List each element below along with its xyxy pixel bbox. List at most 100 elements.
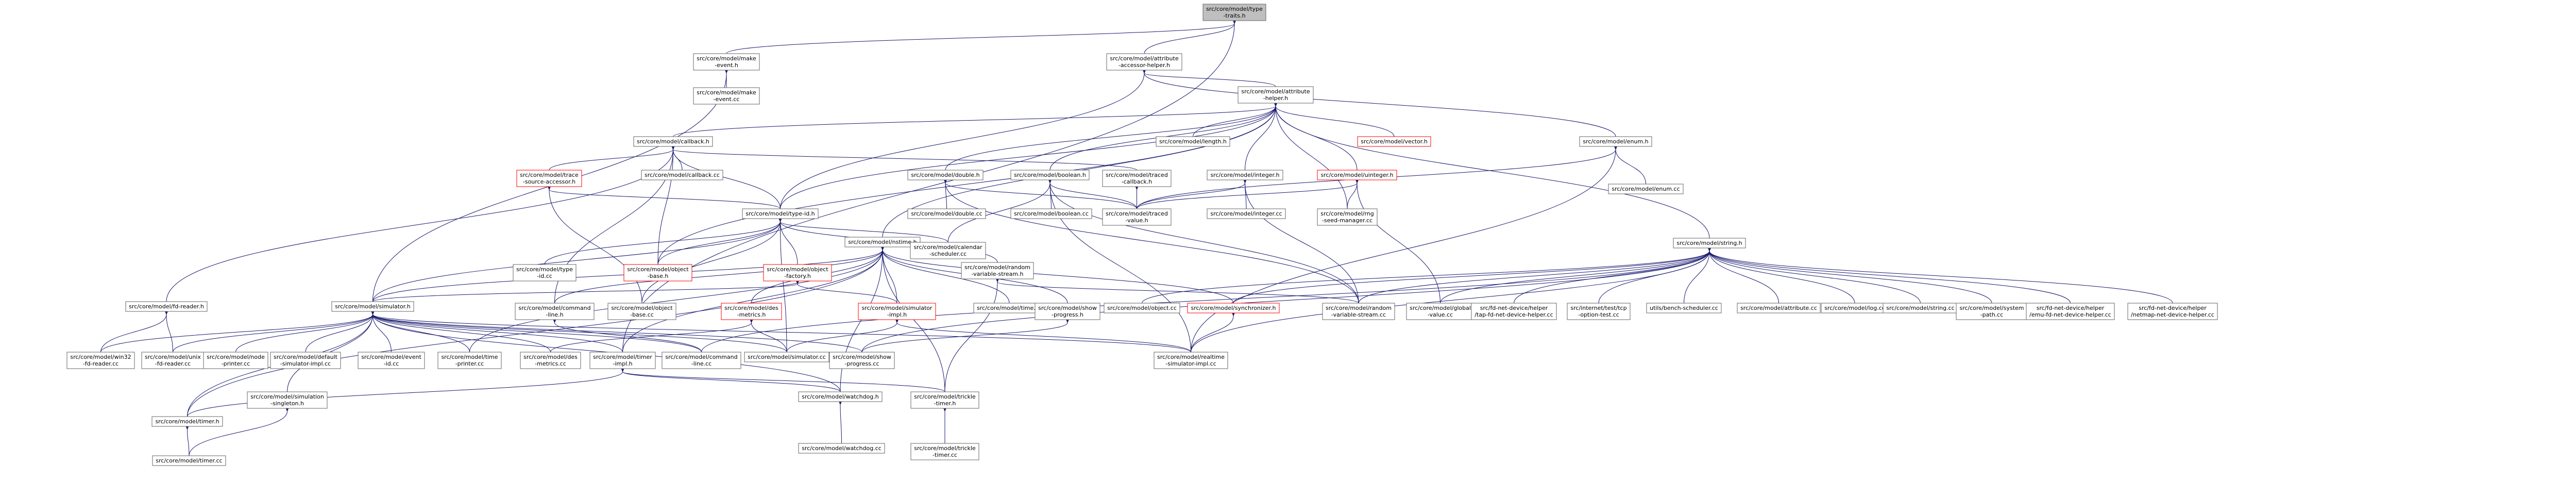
- file-node-box: [693, 53, 760, 71]
- include-edge: [622, 245, 885, 353]
- file-node-label: -variable-stream.h: [971, 271, 1023, 277]
- file-node-attribute-helper[interactable]: src/core/model/attribute-helper.h: [1238, 86, 1314, 104]
- file-node-attribute-cc[interactable]: src/core/model/attribute.cc: [1737, 303, 1821, 313]
- file-node-des-metrics-cc[interactable]: src/core/model/des-metrics.cc: [520, 352, 581, 369]
- file-node-double-cc[interactable]: src/core/model/double.cc: [907, 208, 986, 219]
- file-node-simulation-singleton[interactable]: src/core/model/simulation-singleton.h: [247, 391, 328, 409]
- file-node-command-line[interactable]: src/core/model/command-line.h: [515, 303, 595, 320]
- file-node-command-line-cc[interactable]: src/core/model/command-line.cc: [662, 352, 741, 369]
- file-node-box: [437, 352, 502, 369]
- file-node-nstime[interactable]: src/core/model/nstime.h: [844, 237, 921, 247]
- file-node-random-variable-stream-h[interactable]: src/core/model/random-variable-stream.h: [961, 262, 1034, 279]
- file-node-label: src/core/model/attribute: [1241, 88, 1310, 95]
- file-node-label: src/core/model/watchdog.cc: [802, 445, 882, 452]
- file-node-label: -fd-reader.cc: [155, 360, 191, 367]
- file-node-simulator-cc[interactable]: src/core/model/simulator.cc: [744, 352, 829, 362]
- file-node-emu-fd-net[interactable]: src/fd-net-device/helper/emu-fd-net-devi…: [2026, 303, 2115, 320]
- file-node-make-event[interactable]: src/core/model/make-event.h: [693, 53, 760, 71]
- file-node-object-base[interactable]: src/core/model/object-base.h: [623, 264, 692, 282]
- file-node-uinteger[interactable]: src/core/model/uinteger.h: [1317, 170, 1397, 180]
- file-node-length[interactable]: src/core/model/length.h: [1156, 136, 1230, 147]
- file-node-time-printer[interactable]: src/core/model/time-printer.cc: [437, 352, 502, 369]
- file-node-rng-seed-manager[interactable]: src/core/model/rng-seed-manager.cc: [1317, 208, 1378, 226]
- file-node-double[interactable]: src/core/model/double.h: [907, 170, 984, 180]
- file-node-global-value[interactable]: src/core/model/global-value.cc: [1406, 303, 1475, 320]
- include-edge: [778, 217, 798, 265]
- include-edge: [880, 245, 897, 304]
- include-edge: [173, 310, 375, 353]
- file-node-attribute-accessor[interactable]: src/core/model/attribute-accessor-helper…: [1106, 53, 1182, 71]
- file-node-object-cc[interactable]: src/core/model/object.cc: [1104, 303, 1180, 313]
- include-edge: [544, 217, 783, 265]
- file-node-label: src/core/model/type: [516, 266, 573, 273]
- file-node-netmap-fd-net[interactable]: src/fd-net-device/helper/netmap-net-devi…: [2127, 303, 2218, 320]
- file-node-vector[interactable]: src/core/model/vector.h: [1357, 136, 1431, 147]
- file-node-tap-fd-net[interactable]: src/fd-net-device/helper/tap-fd-net-devi…: [1471, 303, 1557, 320]
- file-node-box: [858, 303, 936, 320]
- include-edge: [1048, 178, 1137, 209]
- file-node-show-progress-cc[interactable]: src/core/model/show-progress.cc: [829, 352, 895, 369]
- file-node-box: [1322, 303, 1395, 320]
- file-node-system-path[interactable]: src/core/model/system-path.cc: [1956, 303, 2028, 320]
- file-node-box: [829, 352, 895, 369]
- file-node-enum-cc[interactable]: src/core/model/enum.cc: [1608, 184, 1684, 194]
- file-node-watchdog-h[interactable]: src/core/model/watchdog.h: [798, 391, 883, 402]
- file-node-timer-cc[interactable]: src/core/model/timer.cc: [152, 455, 226, 466]
- file-node-watchdog-cc[interactable]: src/core/model/watchdog.cc: [798, 443, 885, 454]
- file-node-trickle-timer-cc[interactable]: src/core/model/trickle-timer.cc: [910, 443, 979, 460]
- file-node-traced-callback[interactable]: src/core/model/traced-callback.h: [1102, 170, 1172, 187]
- file-node-boolean[interactable]: src/core/model/boolean.h: [1010, 170, 1090, 180]
- file-node-string[interactable]: src/core/model/string.h: [1673, 238, 1746, 249]
- file-node-unix-fd-reader[interactable]: src/core/model/unix-fd-reader.cc: [141, 352, 205, 369]
- file-node-timer-impl[interactable]: src/core/model/timer-impl.h: [589, 352, 656, 369]
- file-node-default-simulator-impl[interactable]: src/core/model/default-simulator-impl.cc: [270, 352, 341, 369]
- file-node-trace-source-accessor[interactable]: src/core/model/trace-source-accessor.h: [516, 170, 582, 187]
- include-edge: [1707, 246, 1855, 304]
- include-edge: [1355, 178, 1440, 304]
- file-node-bench-scheduler[interactable]: utils/bench-scheduler.cc: [1646, 303, 1722, 313]
- file-node-boolean-cc[interactable]: src/core/model/boolean.cc: [1010, 208, 1092, 219]
- file-node-label: src/core/model/simulation: [250, 393, 324, 400]
- file-node-string-cc[interactable]: src/core/model/string.cc: [1883, 303, 1958, 313]
- file-node-realtime-simulator-impl[interactable]: src/core/model/realtime-simulator-impl.c…: [1154, 352, 1228, 369]
- file-node-ides-metrics[interactable]: src/core/model/des-metrics.h: [721, 303, 782, 320]
- file-node-enum[interactable]: src/core/model/enum.h: [1579, 136, 1652, 147]
- file-node-box: [961, 262, 1034, 279]
- file-node-event-id[interactable]: src/core/model/event-id.cc: [358, 352, 425, 369]
- file-node-make-event-cc[interactable]: src/core/model/make-event.cc: [693, 87, 760, 105]
- include-edge: [550, 318, 754, 353]
- file-node-integer[interactable]: src/core/model/integer.h: [1207, 170, 1283, 180]
- file-node-synchronizer[interactable]: src/core/model/synchronizer.h: [1187, 303, 1280, 313]
- include-edge: [671, 145, 1137, 171]
- include-edge: [1193, 102, 1278, 137]
- file-node-integer-cc[interactable]: src/core/model/integer.cc: [1207, 208, 1286, 219]
- file-node-type-id-cc[interactable]: src/core/model/type-id.cc: [513, 264, 577, 282]
- file-node-callback[interactable]: src/core/model/callback.h: [633, 136, 713, 147]
- file-node-box: [151, 416, 223, 427]
- file-node-object-factory[interactable]: src/core/model/object-factory.h: [763, 264, 832, 282]
- file-node-label: src/core/model/timer.cc: [156, 457, 222, 464]
- include-edge: [1048, 178, 1359, 304]
- file-node-label: -factory.h: [784, 273, 811, 279]
- file-node-log-cc[interactable]: src/core/model/log.cc: [1821, 303, 1889, 313]
- file-node-label: src/core/model/time: [441, 354, 498, 360]
- file-node-simulator[interactable]: src/core/model/simulator.h: [331, 301, 414, 312]
- include-edge: [1358, 246, 1711, 304]
- file-node-time-cc[interactable]: src/core/model/time.cc: [973, 303, 1045, 313]
- file-node-random-variable-stream-cc[interactable]: src/core/model/random-variable-stream.cc: [1322, 303, 1395, 320]
- file-node-fd-reader[interactable]: src/core/model/fd-reader.h: [125, 301, 208, 312]
- file-node-timer-h[interactable]: src/core/model/timer.h: [151, 416, 223, 427]
- file-node-option-test[interactable]: src/internet/test/tcp-option-test.cc: [1567, 303, 1631, 320]
- file-node-simulator-impl[interactable]: src/core/model/simulator-impl.h: [858, 303, 936, 320]
- file-node-calendar-scheduler[interactable]: src/core/model/calendar-scheduler.cc: [910, 242, 986, 259]
- file-node-root[interactable]: src/core/model/type-traits.h: [1202, 4, 1266, 21]
- file-node-node-printer[interactable]: src/core/model/node-printer.cc: [203, 352, 268, 369]
- file-node-box: [721, 303, 782, 320]
- file-node-traced-value[interactable]: src/core/model/traced-value.h: [1102, 208, 1172, 226]
- file-node-win32-fd-reader[interactable]: src/core/model/win32-fd-reader.cc: [66, 352, 135, 369]
- file-node-object-base-cc[interactable]: src/core/model/object-base.cc: [607, 303, 676, 320]
- file-node-show-progress-h[interactable]: src/core/model/show-progress.h: [1035, 303, 1100, 320]
- file-node-trickle-timer-h[interactable]: src/core/model/trickle-timer.h: [910, 391, 979, 409]
- file-node-type-id[interactable]: src/core/model/type-id.h: [742, 208, 819, 219]
- file-node-callback-cc[interactable]: src/core/model/callback.cc: [641, 170, 723, 180]
